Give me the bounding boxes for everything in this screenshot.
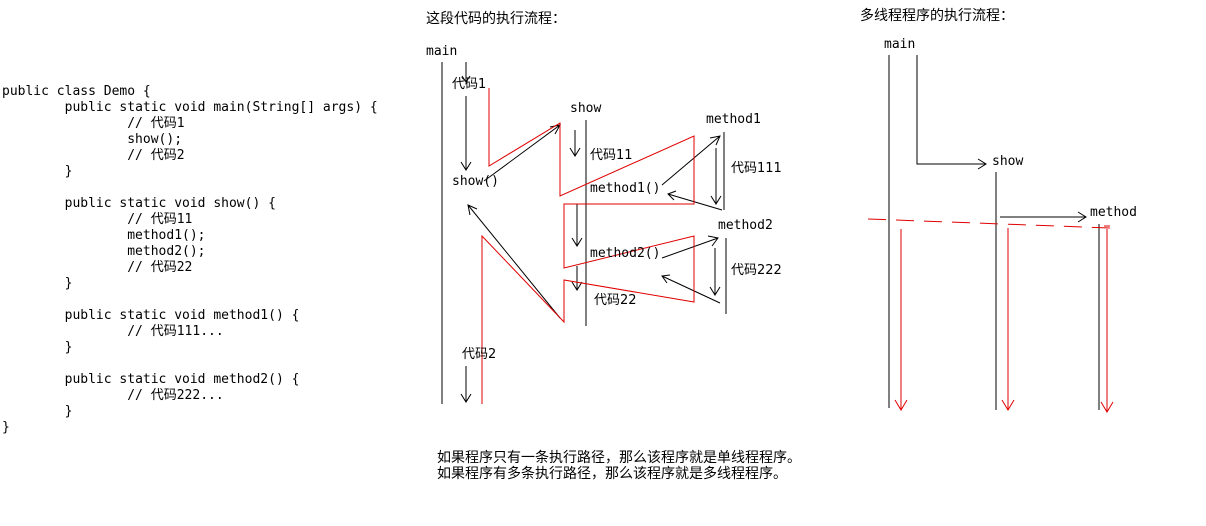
show-call-label: show(): [452, 174, 499, 189]
arrow-method2-down: [709, 248, 721, 296]
method1-call-label: method1(): [590, 181, 661, 196]
red-thread-method: [1100, 225, 1114, 413]
arrow-code1-down: [460, 96, 472, 171]
arrow-show-down2: [571, 204, 583, 247]
method1-label: method1: [706, 112, 761, 127]
red-thread-show: [1001, 228, 1015, 411]
code-line: public static void show() {: [2, 196, 276, 211]
mt-method-label: method: [1090, 205, 1137, 220]
multi-flow-title: 多线程程序的执行流程：: [860, 8, 1014, 24]
code-line: // 代码2: [2, 148, 185, 163]
code-line: public class Demo {: [2, 84, 151, 99]
arrow-method1-call: [661, 135, 721, 186]
mt-show-label: show: [992, 154, 1024, 169]
arrow-show-down1: [569, 130, 581, 157]
red-exec-path-1: [481, 88, 695, 404]
mt-main-label: main: [884, 37, 916, 52]
code1-label: 代码1: [452, 77, 487, 92]
note-single-thread: 如果程序只有一条执行路径，那么该程序就是单线程程序。: [437, 450, 801, 466]
code-line: public static void method1() {: [2, 308, 300, 323]
arrow-method2-call: [661, 235, 719, 259]
code-line: }: [2, 340, 73, 355]
arrow-method1-down: [710, 148, 722, 205]
note-multi-thread: 如果程序有多条执行路径，那么该程序就是多线程程序。: [437, 466, 787, 482]
arrow-main-to-code1: [461, 62, 471, 83]
method2-label: method2: [718, 218, 773, 233]
code-line: }: [2, 420, 10, 435]
arrow-method1-return: [667, 190, 723, 211]
code-line: // 代码222...: [2, 388, 224, 403]
mt-main-to-show: [916, 55, 987, 170]
code11-label: 代码11: [590, 148, 633, 163]
code-line: public static void method2() {: [2, 372, 300, 387]
code-line: method1();: [2, 228, 206, 243]
code-line: public static void main(String[] args) {: [2, 100, 378, 115]
arrow-method2-return: [661, 274, 721, 304]
source-code: public class Demo { public static void m…: [2, 68, 378, 436]
arrow-show-down3: [571, 266, 583, 291]
code-line: }: [2, 164, 73, 179]
arrow-code2-down: [460, 366, 472, 403]
code-line: // 代码111...: [2, 324, 224, 339]
code222-label: 代码222: [731, 263, 782, 278]
code-line: // 代码22: [2, 260, 193, 275]
single-flow-title: 这段代码的执行流程：: [426, 11, 566, 27]
code2-label: 代码2: [462, 347, 497, 362]
mt-show-to-method: [1000, 211, 1087, 223]
code-line: }: [2, 404, 73, 419]
code22-label: 代码22: [594, 293, 637, 308]
code-line: method2();: [2, 244, 206, 259]
code-line: // 代码1: [2, 116, 185, 131]
arrow-return-to-main: [467, 204, 561, 319]
code111-label: 代码111: [731, 161, 782, 176]
code-line: show();: [2, 132, 183, 147]
red-thread-main: [894, 229, 908, 411]
code-line: }: [2, 276, 73, 291]
main-label: main: [426, 44, 458, 59]
red-sync-dashed-line: [867, 218, 1111, 229]
arrow-show-call: [483, 124, 561, 182]
method2-call-label: method2(): [590, 246, 661, 261]
code-line: // 代码11: [2, 212, 193, 227]
show-label: show: [570, 101, 602, 116]
